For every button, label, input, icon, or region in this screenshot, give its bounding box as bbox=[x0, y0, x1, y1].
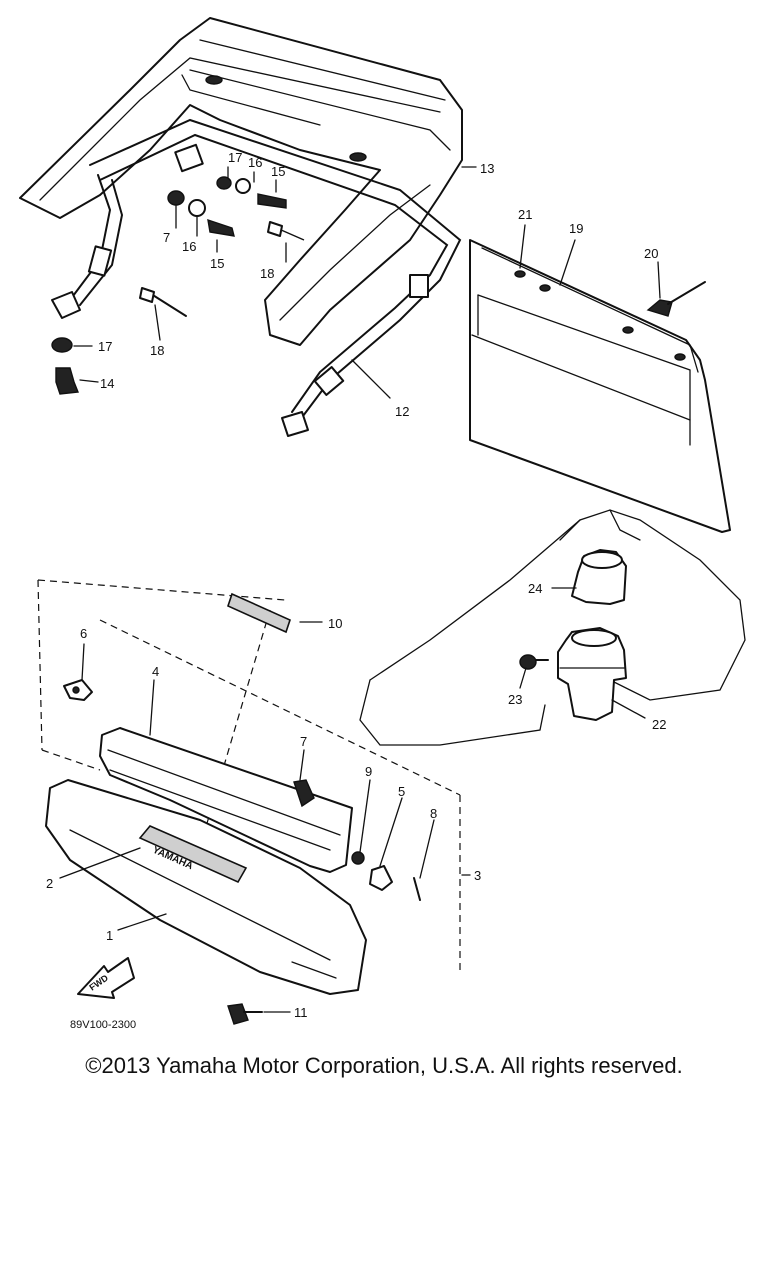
callout-17b: 17 bbox=[98, 339, 112, 354]
callout-11: 11 bbox=[294, 1005, 308, 1020]
washer-16-icon bbox=[188, 199, 206, 217]
part-24-cap[interactable] bbox=[571, 549, 627, 605]
part-13-upper-frame[interactable] bbox=[19, 17, 463, 346]
callout-18b: 18 bbox=[150, 343, 164, 358]
fastener-group-lower[interactable] bbox=[293, 779, 421, 901]
callout-15a: 15 bbox=[271, 164, 285, 179]
callout-24: 24 bbox=[528, 581, 542, 596]
callout-16b: 16 bbox=[182, 239, 196, 254]
callout-10: 10 bbox=[328, 616, 342, 631]
hull-section bbox=[359, 509, 746, 746]
part-22-fitting[interactable] bbox=[557, 627, 627, 721]
part-23-grommet[interactable] bbox=[519, 654, 549, 670]
fwd-arrow-icon: FWD bbox=[77, 957, 135, 999]
callout-20: 20 bbox=[644, 246, 658, 261]
bolt-15b-icon bbox=[257, 193, 287, 209]
part-12-grab-rail[interactable] bbox=[51, 118, 462, 437]
fastener-group-upper[interactable] bbox=[51, 176, 305, 395]
washer-9-icon bbox=[351, 851, 365, 865]
callout-5: 5 bbox=[398, 784, 405, 799]
clip-7-icon bbox=[293, 779, 315, 808]
callout-7a: 7 bbox=[163, 230, 170, 245]
copyright-notice: ©2013 Yamaha Motor Corporation, U.S.A. A… bbox=[85, 1053, 683, 1078]
callout-1: 1 bbox=[106, 928, 113, 943]
callout-6: 6 bbox=[80, 626, 87, 641]
callout-13: 13 bbox=[480, 161, 494, 176]
clip-5-icon bbox=[369, 865, 393, 891]
part-19-panel[interactable] bbox=[469, 239, 731, 533]
callout-3: 3 bbox=[474, 868, 481, 883]
callout-23: 23 bbox=[508, 692, 522, 707]
callout-22: 22 bbox=[652, 717, 666, 732]
assembly-box-3 bbox=[37, 579, 461, 970]
rivet-20-icon bbox=[646, 299, 673, 317]
callout-19: 19 bbox=[569, 221, 583, 236]
washer-17b-icon bbox=[51, 337, 73, 353]
leader-lines bbox=[59, 166, 661, 1013]
callout-4: 4 bbox=[152, 664, 159, 679]
washer-7-icon bbox=[167, 190, 185, 206]
callout-15b: 15 bbox=[210, 256, 224, 271]
washer-17-icon bbox=[216, 176, 232, 190]
drawing-code: 89V100-2300 bbox=[70, 1019, 136, 1031]
callout-18a: 18 bbox=[260, 266, 274, 281]
callouts: 13 17 16 15 7 16 15 18 18 17 14 12 21 19… bbox=[46, 150, 666, 1031]
callout-8: 8 bbox=[430, 806, 437, 821]
screw-14-icon bbox=[55, 367, 79, 395]
part-1-cover[interactable]: YAMAHA bbox=[45, 779, 367, 995]
callout-2: 2 bbox=[46, 876, 53, 891]
callout-12: 12 bbox=[395, 404, 409, 419]
washer-16b-icon bbox=[235, 178, 251, 194]
part-11-screw[interactable] bbox=[227, 1003, 263, 1025]
callout-9: 9 bbox=[365, 764, 372, 779]
part-4-channel[interactable] bbox=[99, 727, 353, 873]
part-10-strip[interactable] bbox=[227, 592, 291, 634]
part-6-bracket[interactable] bbox=[63, 679, 93, 701]
pin-8-icon bbox=[413, 877, 421, 901]
callout-7b: 7 bbox=[300, 734, 307, 749]
callout-16a: 16 bbox=[248, 155, 262, 170]
bolt-15-icon bbox=[207, 218, 235, 237]
callout-21: 21 bbox=[518, 207, 532, 222]
rivet-18b-icon bbox=[139, 287, 155, 303]
callout-14: 14 bbox=[100, 376, 114, 391]
callout-17a: 17 bbox=[228, 150, 242, 165]
